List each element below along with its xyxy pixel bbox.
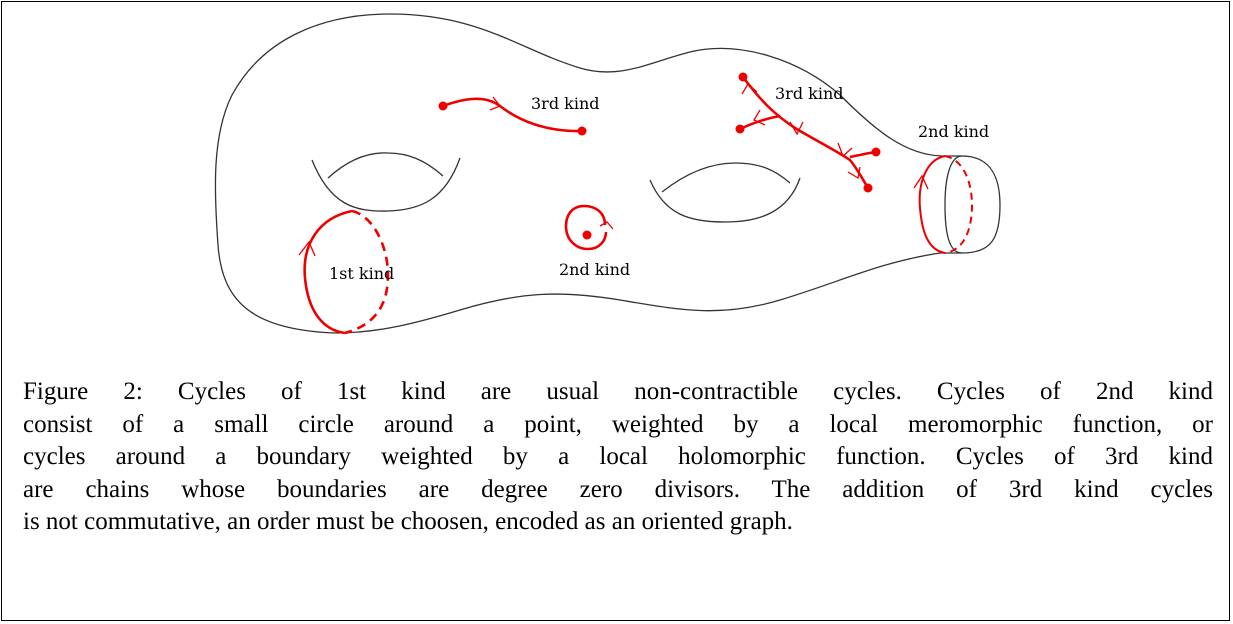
third-kind-right-arrow-4 bbox=[837, 142, 853, 158]
figure-caption: Figure 2: Cycles of 1st kind are usual n… bbox=[23, 376, 1213, 539]
caption-line: consist of a small circle around a point… bbox=[23, 410, 1213, 438]
boundary-end bbox=[944, 155, 1001, 254]
second-kind-point bbox=[582, 230, 592, 240]
caption-line: cycles around a boundary weighted by a l… bbox=[23, 443, 1213, 470]
third-kind-right-arrow-3 bbox=[789, 121, 804, 136]
caption-line: are chains whose boundaries are degree z… bbox=[23, 475, 1213, 503]
third-kind-right-arrow-5 bbox=[847, 166, 861, 180]
label-first-kind: 1st kind bbox=[329, 264, 394, 283]
surface-outline bbox=[214, 13, 962, 334]
surface-diagram: 1st kind 2nd kind 2nd kind 3rd kind 3rd … bbox=[214, 13, 1001, 335]
third-kind-left-arrow bbox=[489, 96, 502, 111]
label-third-kind-right: 3rd kind bbox=[775, 84, 844, 103]
first-kind-arrow bbox=[298, 240, 316, 257]
third-kind-right-node-bottom bbox=[863, 183, 873, 193]
second-kind-point-circle bbox=[564, 204, 608, 251]
second-kind-boundary-dashed bbox=[944, 155, 974, 254]
caption-line: is not commutative, an order must be cho… bbox=[23, 508, 793, 535]
second-kind-point-arrow bbox=[599, 221, 614, 230]
label-third-kind-left: 3rd kind bbox=[531, 94, 600, 113]
third-kind-right-node-left bbox=[735, 124, 745, 134]
right-hole-upper bbox=[661, 162, 791, 193]
surface-outline-bottom bbox=[335, 252, 962, 334]
label-second-kind-boundary: 2nd kind bbox=[918, 122, 989, 141]
third-kind-right-arrow-2 bbox=[753, 109, 766, 126]
first-kind-cycle-dashed bbox=[344, 209, 390, 335]
second-kind-boundary-arrow bbox=[913, 174, 929, 190]
right-hole-lower bbox=[649, 177, 801, 223]
label-second-kind-point: 2nd kind bbox=[559, 260, 630, 279]
second-kind-boundary-solid bbox=[918, 155, 946, 254]
third-kind-right-arrow-1 bbox=[741, 82, 758, 95]
third-kind-right-node-top bbox=[738, 72, 748, 82]
left-hole-upper bbox=[327, 152, 444, 179]
left-hole-lower bbox=[311, 157, 461, 212]
third-kind-left-end bbox=[577, 126, 587, 136]
first-kind-cycle-solid bbox=[303, 209, 353, 335]
caption-line: Figure 2: Cycles of 1st kind are usual n… bbox=[23, 378, 1213, 405]
third-kind-right-node-right bbox=[871, 147, 881, 157]
